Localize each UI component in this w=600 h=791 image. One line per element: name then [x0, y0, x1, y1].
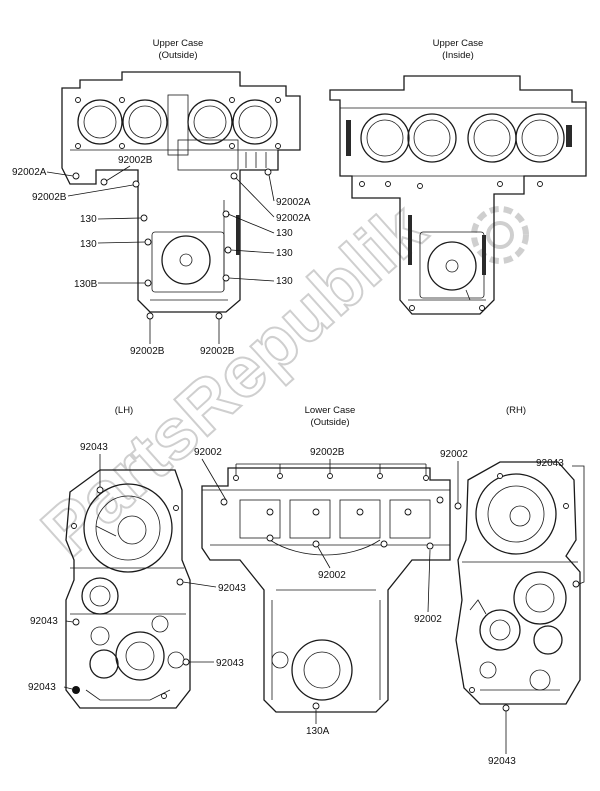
upper-callout-92002b-bottom-right: 92002B: [200, 319, 235, 357]
upper-callout-92002a-right-1: 92002A: [268, 174, 311, 208]
svg-text:92043: 92043: [216, 658, 244, 669]
upper-callout-130-b: 130: [80, 239, 146, 250]
title-lh: (LH): [115, 405, 133, 416]
svg-text:130: 130: [276, 276, 293, 287]
rh-callout-92043-top: 92043: [536, 458, 585, 585]
lower-callout-92002-left: 92002: [194, 447, 227, 501]
svg-text:130: 130: [276, 248, 293, 259]
upper-callout-92002b-left: 92002B: [32, 184, 134, 203]
svg-text:92043: 92043: [28, 682, 56, 693]
svg-text:130: 130: [80, 239, 97, 250]
svg-text:Lower Case: Lower Case: [305, 405, 356, 416]
svg-text:Upper Case: Upper Case: [153, 38, 204, 49]
svg-text:130: 130: [276, 228, 293, 239]
rh-callout-92002: 92002: [440, 449, 468, 503]
svg-text:92002B: 92002B: [32, 192, 67, 203]
upper-callout-92002a-left: 92002A: [12, 167, 74, 178]
svg-text:130: 130: [80, 214, 97, 225]
title-lower-outside: Lower Case (Outside): [305, 405, 356, 428]
upper-callout-130b: 130B: [74, 279, 145, 290]
svg-text:130A: 130A: [306, 726, 330, 737]
upper-callout-130-e: 130: [228, 276, 293, 287]
title-rh: (RH): [506, 405, 526, 416]
lh-callout-92043-left: 92043: [30, 616, 74, 627]
lower-callout-130a: 130A: [306, 710, 330, 737]
rh-callout-92043-bottom: 92043: [488, 711, 516, 767]
svg-text:Upper Case: Upper Case: [433, 38, 484, 49]
upper-callout-92002b-top: 92002B: [105, 155, 153, 182]
lh-callout-92043-top: 92043: [80, 442, 108, 487]
lower-callout-92002-right: 92002: [414, 549, 442, 625]
upper-callout-130-d: 130: [230, 248, 293, 259]
svg-text:92002A: 92002A: [276, 197, 311, 208]
lower-callout-92002-center: 92002: [317, 546, 346, 581]
svg-text:92002: 92002: [414, 614, 442, 625]
svg-text:92043: 92043: [30, 616, 58, 627]
svg-text:130B: 130B: [74, 279, 98, 290]
svg-text:92043: 92043: [80, 442, 108, 453]
upper-callout-130-a: 130: [80, 214, 142, 225]
svg-text:92002A: 92002A: [276, 213, 311, 224]
svg-text:92043: 92043: [488, 756, 516, 767]
title-upper-outside: Upper Case (Outside): [153, 38, 204, 61]
svg-text:92002B: 92002B: [130, 346, 165, 357]
lower-case-outside-drawing: [201, 467, 451, 713]
upper-callout-92002b-bottom-left: 92002B: [130, 319, 165, 357]
upper-callout-92002a-right-2: 92002A: [235, 177, 311, 224]
upper-case-outside-drawing: [61, 71, 301, 320]
lh-callout-92043-upper-right: 92043: [182, 581, 246, 594]
upper-case-inside-drawing: [329, 75, 587, 315]
svg-text:92043: 92043: [536, 458, 564, 469]
svg-text:92002: 92002: [318, 570, 346, 581]
svg-text:(Outside): (Outside): [310, 417, 349, 428]
svg-text:(Inside): (Inside): [442, 50, 474, 61]
svg-text:92002B: 92002B: [310, 447, 345, 458]
lh-case-drawing: [65, 469, 191, 709]
upper-callout-130-c: 130: [227, 213, 293, 239]
rh-case-drawing: [454, 461, 581, 712]
title-upper-inside: Upper Case (Inside): [433, 38, 484, 61]
lower-callout-92002b-top: 92002B: [235, 447, 427, 475]
svg-text:92043: 92043: [218, 583, 246, 594]
svg-text:92002B: 92002B: [200, 346, 235, 357]
lh-callout-92043-lower-right: 92043: [189, 658, 244, 669]
svg-text:(Outside): (Outside): [158, 50, 197, 61]
lh-callout-92043-bottom: 92043: [28, 682, 73, 693]
svg-text:92002: 92002: [194, 447, 222, 458]
svg-text:92002A: 92002A: [12, 167, 47, 178]
watermark-gear-icon: [471, 206, 529, 264]
svg-text:92002B: 92002B: [118, 155, 153, 166]
svg-text:92002: 92002: [440, 449, 468, 460]
